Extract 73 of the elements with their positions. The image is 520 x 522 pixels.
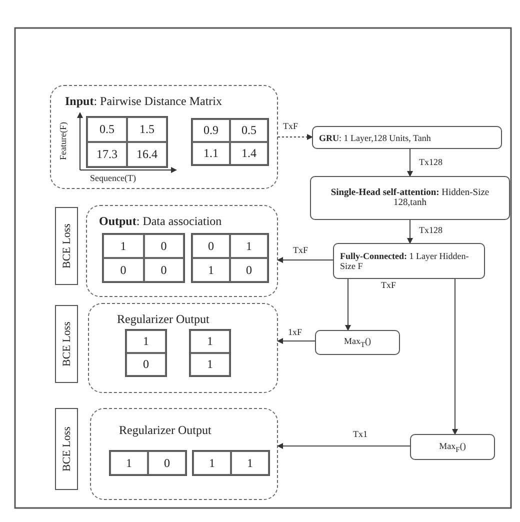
arrow bbox=[407, 148, 413, 177]
arrow bbox=[452, 278, 458, 435]
dashed-group-box bbox=[86, 205, 278, 297]
arrow bbox=[345, 278, 351, 331]
matrix-value: 0.5 bbox=[87, 117, 127, 142]
process-label: Single-Head self-attention: Hidden-Size 128,tanh bbox=[330, 188, 490, 208]
matrix-table bbox=[191, 118, 269, 166]
arrow bbox=[277, 257, 334, 263]
matrix-value: 1 bbox=[193, 451, 231, 475]
matrix-table bbox=[192, 450, 270, 476]
dashed-group-box bbox=[88, 303, 278, 393]
matrix-value: 0 bbox=[103, 258, 144, 282]
dashed-group-box bbox=[90, 408, 278, 500]
matrix-value: 0 bbox=[230, 258, 268, 282]
group-heading: Regularizer Output bbox=[119, 423, 212, 438]
axis-label: Sequence(T) bbox=[89, 174, 137, 184]
matrix-value: 16.4 bbox=[127, 142, 167, 167]
matrix-value: 0 bbox=[144, 234, 184, 258]
matrix-value: 1 bbox=[110, 451, 148, 475]
matrix-value: 1 bbox=[190, 353, 230, 376]
matrix-value: 1 bbox=[126, 330, 166, 353]
matrix-value: 17.3 bbox=[87, 142, 127, 167]
matrix-value: 0.9 bbox=[192, 119, 230, 142]
matrix-value: 1 bbox=[231, 451, 269, 475]
edge-label: Tx128 bbox=[418, 158, 444, 168]
loss-box bbox=[55, 305, 78, 383]
group-heading: Input: Pairwise Distance Matrix bbox=[65, 94, 222, 109]
edge-label: Tx128 bbox=[418, 226, 444, 236]
process-label: Fully-Connected: 1 Layer Hidden-Size F bbox=[340, 251, 470, 271]
loss-label: BCE Loss bbox=[60, 322, 72, 366]
axis-label: Feature(F) bbox=[59, 121, 69, 161]
matrix-value: 1.5 bbox=[127, 117, 167, 142]
arrow bbox=[277, 443, 410, 449]
arrow bbox=[278, 134, 313, 140]
loss-label: BCE Loss bbox=[60, 426, 72, 472]
group-heading: Output: Data association bbox=[99, 214, 222, 229]
process-box bbox=[312, 126, 502, 149]
matrix-value: 1.4 bbox=[230, 142, 268, 165]
matrix-table bbox=[109, 450, 187, 476]
matrix-value: 0 bbox=[148, 451, 186, 475]
matrix-value: 0 bbox=[192, 234, 230, 258]
process-label: Max$_{F}$() bbox=[439, 440, 466, 454]
process-box bbox=[310, 176, 510, 220]
matrix-table bbox=[125, 329, 167, 377]
matrix-table bbox=[102, 233, 185, 283]
edge-label: TxF bbox=[380, 281, 398, 291]
arrow bbox=[407, 220, 413, 244]
matrix-value: 0 bbox=[126, 353, 166, 376]
loss-box bbox=[55, 408, 78, 490]
matrix-table bbox=[191, 233, 269, 283]
matrix-value: 1.1 bbox=[192, 142, 230, 165]
process-box bbox=[410, 434, 495, 460]
process-box bbox=[315, 330, 400, 355]
matrix-table bbox=[189, 329, 231, 377]
process-label: Max$_{T}$() bbox=[344, 336, 372, 349]
matrix-value: 1 bbox=[192, 258, 230, 282]
matrix-table bbox=[86, 116, 168, 168]
group-heading: Regularizer Output bbox=[117, 312, 210, 327]
edge-label: 1xF bbox=[287, 328, 304, 338]
edge-label: Tx1 bbox=[352, 430, 368, 440]
process-label: GRU: 1 Layer,128 Units, Tanh bbox=[319, 132, 431, 142]
matrix-value: 1 bbox=[103, 234, 144, 258]
dashed-group-box bbox=[50, 85, 278, 189]
matrix-value: 1 bbox=[190, 330, 230, 353]
matrix-value: 0.5 bbox=[230, 119, 268, 142]
edge-label: TxF bbox=[292, 246, 310, 256]
loss-label: BCE Loss bbox=[60, 224, 72, 268]
arrow bbox=[277, 338, 316, 344]
matrix-value: 0 bbox=[144, 258, 184, 282]
process-box bbox=[333, 243, 485, 279]
loss-box bbox=[55, 207, 78, 285]
edge-label: TxF bbox=[282, 122, 300, 132]
matrix-value: 1 bbox=[230, 234, 268, 258]
